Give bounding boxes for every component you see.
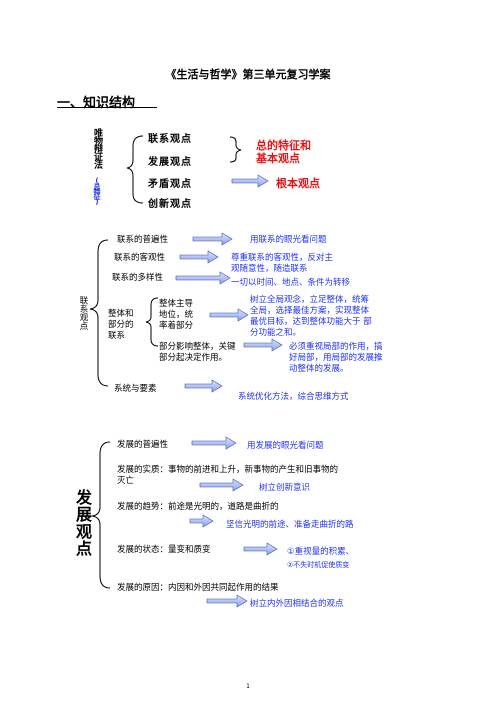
connection-system: 系统与要素	[114, 384, 157, 394]
dialectics-item-connection: 联系观点	[148, 134, 192, 145]
development-essence-1: 发展的实质：事物的前进和上升，新事物的产生和旧事物的	[117, 465, 339, 475]
whole-label-3: 联系	[108, 331, 126, 341]
development-state-result-2: ②不失时机促使质变	[287, 561, 350, 569]
development-universal-result: 用发展的眼光看问题	[247, 441, 324, 451]
connection-objective-result-1: 尊重联系的客观性，反对主	[231, 253, 334, 263]
development-trend-result: 坚信光明的前途、准备走曲折的路	[226, 520, 354, 530]
connection-universal-result: 用联系的眼光看问题	[250, 235, 327, 245]
whole-label-2: 部分的	[108, 320, 134, 330]
dialectics-item-innovation: 创新观点	[148, 199, 192, 210]
section-underline	[57, 107, 157, 108]
arrow-dev-state	[243, 542, 278, 556]
connection-objective: 联系的客观性	[114, 253, 166, 263]
connection-brace	[89, 239, 109, 387]
part-result-1: 必须重视局部的作用，搞	[289, 342, 383, 352]
dialectics-item-contradiction: 矛盾观点	[148, 179, 192, 190]
connection-diverse-result: 一切以时间、地点、条件为转移	[231, 278, 351, 288]
development-trend: 发展的趋势：前途是光明的，道路是曲折的	[117, 502, 279, 512]
development-cause: 发展的原因：内因和外因共同起作用的结果	[117, 583, 279, 593]
whole-lead-1: 整体主导	[159, 299, 194, 309]
connection-system-result: 系统优化方法，综合思维方式	[238, 392, 349, 402]
part-result-2: 好局部，用局部的发展推	[289, 353, 383, 363]
whole-result-3: 最优目标，达到整体功能大于 部	[250, 317, 372, 327]
whole-result-2: 全局，选择最佳方案，实现整体	[250, 306, 370, 316]
dialectics-note-general: 总的特征和	[256, 139, 311, 152]
dialectics-note-basic: 基本观点	[256, 152, 300, 165]
development-state-result-1: ①重视量的积累、	[287, 547, 355, 557]
dialectics-note-root: 根本观点	[276, 177, 320, 190]
development-universal: 发展的普遍性	[117, 440, 169, 450]
arrow-whole-lead	[209, 308, 249, 322]
connection-diverse: 联系的多样性	[112, 273, 164, 283]
part-result-3: 动整体的发展。	[289, 364, 349, 374]
development-side-label-text: 发展观点	[76, 488, 93, 558]
part-role-1: 部分影响整体，关键	[159, 342, 236, 352]
whole-label-1: 整体和	[108, 309, 134, 319]
block-arrows	[175, 232, 283, 608]
arrow-connection-diverse	[175, 271, 231, 285]
whole-result-1: 树立全局观念，立足整体，统筹	[250, 295, 370, 305]
part-role-2: 部分起决定作用。	[159, 353, 228, 363]
arrow-part-role	[243, 338, 283, 352]
dialectics-sublabel: (总特征)	[93, 177, 101, 204]
dialectics-brace	[126, 135, 144, 204]
whole-lead-3: 率着部分	[159, 321, 194, 331]
page-number: 1	[246, 683, 250, 690]
whole-lead-2: 地位，统	[159, 310, 194, 320]
development-essence-2: 灭亡	[117, 476, 135, 486]
dialectics-item-development: 发展观点	[148, 157, 192, 168]
arrow-root-view	[231, 174, 269, 188]
arrow-connection-objective	[179, 250, 219, 264]
development-brace	[91, 441, 111, 589]
arrow-dev-universal	[191, 436, 237, 450]
development-state: 发展的状态：量变和质变	[117, 545, 211, 555]
document-title: 《生活与哲学》第三单元复习学案	[165, 68, 331, 81]
development-side-label: 发展观点	[76, 489, 94, 557]
connection-objective-result-2: 观随意性，随造联系	[231, 264, 308, 274]
arrow-connection-universal	[192, 232, 233, 246]
dialectics-small-brace	[229, 136, 242, 163]
development-essence-result: 树立创新意识	[259, 483, 311, 493]
connection-universal: 联系的普遍性	[117, 235, 169, 245]
whole-result-4: 分功能之和。	[250, 328, 302, 338]
arrow-dev-trend	[189, 514, 214, 528]
arrow-system	[184, 379, 223, 393]
arrow-dev-essence	[199, 478, 244, 492]
arrow-dev-cause	[206, 594, 248, 608]
development-cause-result: 树立内外因相结合的观点	[250, 599, 344, 609]
connection-side-label: 联系观点	[78, 296, 88, 330]
whole-part-brace	[145, 297, 159, 347]
dialectics-label: 唯物辩证法	[92, 128, 102, 168]
